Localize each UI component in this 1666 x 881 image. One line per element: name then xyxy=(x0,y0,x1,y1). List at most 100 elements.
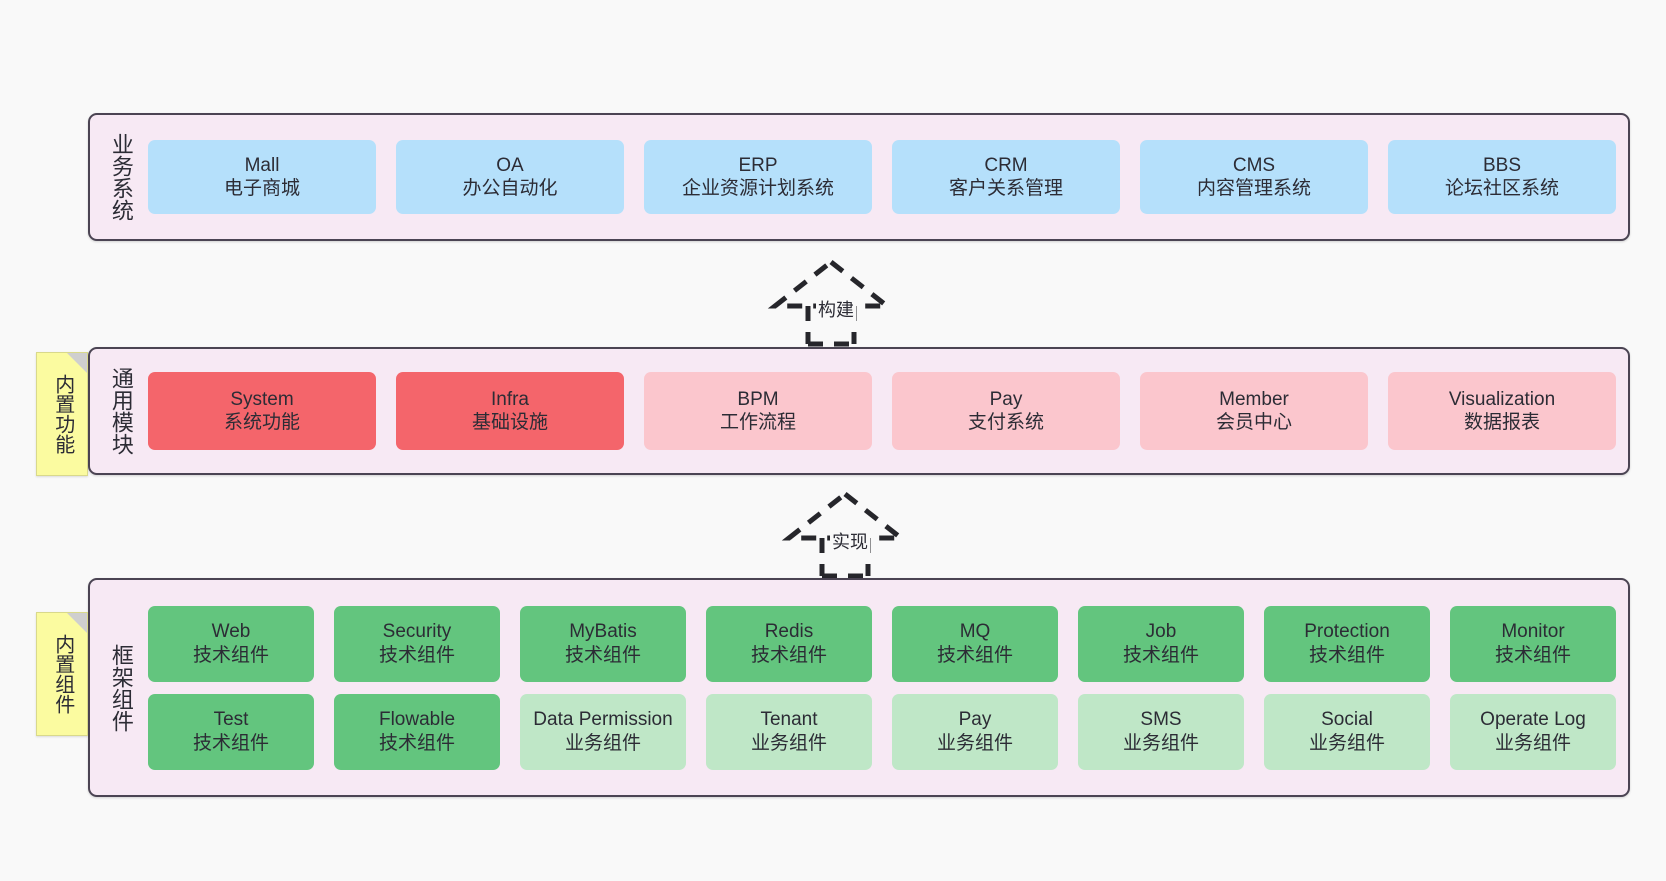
module-card-desc: 系统功能 xyxy=(223,412,300,433)
module-card-desc: 业务组件 xyxy=(1494,732,1571,754)
page-fold-icon xyxy=(67,353,87,373)
module-card-desc: 客户关系管理 xyxy=(948,178,1063,199)
module-card-desc: 业务组件 xyxy=(750,732,827,754)
module-card-name: Social xyxy=(1321,709,1373,731)
module-card-name: Pay xyxy=(989,388,1023,410)
module-card-desc: 基础设施 xyxy=(471,412,548,433)
module-card-desc: 技术组件 xyxy=(1308,644,1385,666)
module-card-name: Protection xyxy=(1304,621,1390,643)
module-card-desc: 技术组件 xyxy=(1494,644,1571,666)
module-card-desc: 技术组件 xyxy=(192,644,269,666)
module-card-name: SMS xyxy=(1140,709,1182,731)
module-card-desc: 技术组件 xyxy=(1122,644,1199,666)
layer-title-framework: 框架组件 xyxy=(108,643,134,732)
module-card-name: Infra xyxy=(490,388,530,410)
module-card-name: Visualization xyxy=(1448,388,1556,410)
layer-title-modules: 通用模块 xyxy=(108,367,134,455)
module-card-name: Data Permission xyxy=(533,709,673,731)
page-fold-icon xyxy=(67,613,87,633)
module-card-name: Test xyxy=(213,709,249,731)
module-card-name: MyBatis xyxy=(569,621,637,643)
module-card-desc: 技术组件 xyxy=(378,644,455,666)
module-card-name: BBS xyxy=(1482,154,1522,176)
connector-implement: 实现 xyxy=(770,490,920,579)
module-card-name: Mall xyxy=(244,154,280,176)
module-card-name: Operate Log xyxy=(1480,709,1586,731)
module-card-name: System xyxy=(230,388,294,410)
module-card-desc: 业务组件 xyxy=(1122,732,1199,754)
module-card-name: ERP xyxy=(738,154,778,176)
module-card-desc: 办公自动化 xyxy=(462,178,558,199)
note-builtin-component: 内置组件 xyxy=(36,612,88,736)
module-card-desc: 论坛社区系统 xyxy=(1444,178,1559,199)
module-card-desc: 企业资源计划系统 xyxy=(681,178,834,199)
module-card-name: CRM xyxy=(984,154,1028,176)
module-card-name: Job xyxy=(1145,621,1177,643)
note-builtin-component-label: 内置组件 xyxy=(51,634,74,714)
module-card-name: Web xyxy=(211,621,251,643)
module-card-desc: 内容管理系统 xyxy=(1196,178,1311,199)
module-card-desc: 技术组件 xyxy=(192,732,269,754)
connector-build: 构建 xyxy=(756,258,906,347)
module-card-desc: 技术组件 xyxy=(750,644,827,666)
module-card-desc: 业务组件 xyxy=(1308,732,1385,754)
module-card-desc: 业务组件 xyxy=(936,732,1013,754)
module-card-name: Redis xyxy=(764,621,814,643)
module-card-desc: 支付系统 xyxy=(967,412,1044,433)
module-card-name: BPM xyxy=(737,388,779,410)
module-card-desc: 技术组件 xyxy=(378,732,455,754)
module-card-desc: 会员中心 xyxy=(1215,412,1292,433)
module-card-name: Tenant xyxy=(760,709,818,731)
module-card-desc: 电子商城 xyxy=(223,178,300,199)
note-builtin-function-label: 内置功能 xyxy=(51,374,74,454)
connector-implement-label: 实现 xyxy=(830,528,870,554)
module-card-name: Pay xyxy=(958,709,992,731)
connector-build-label: 构建 xyxy=(816,296,856,322)
module-card-desc: 数据报表 xyxy=(1463,412,1540,433)
module-card-desc: 业务组件 xyxy=(564,732,641,754)
module-card-name: Monitor xyxy=(1501,621,1565,643)
module-card-name: Flowable xyxy=(378,709,456,731)
layer-title-business: 业务系统 xyxy=(108,133,134,221)
note-builtin-function: 内置功能 xyxy=(36,352,88,476)
module-card-name: Member xyxy=(1219,388,1289,410)
